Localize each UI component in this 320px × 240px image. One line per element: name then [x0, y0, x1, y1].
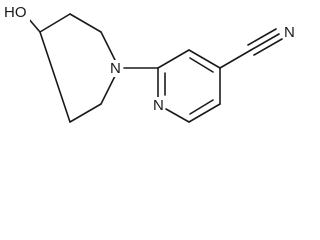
bond-c6-c5 [69, 103, 102, 123]
pyridine-ring [157, 49, 221, 123]
piperidine-n-label-bg [109, 60, 122, 77]
pyridine-n-label-bg [152, 97, 165, 114]
molecule-diagram: HO N N N [2, 4, 296, 123]
bond-py-c5-c6 [188, 103, 221, 123]
nitrile-group [219, 28, 283, 69]
bond-cn-triple-3 [253, 38, 283, 56]
bond-py-c3-c4-double [189, 57, 214, 73]
bond-c3-c2 [69, 13, 102, 33]
piperidine-ring [39, 13, 116, 123]
nitrile-nitrogen-label: N [284, 24, 295, 41]
hydroxyl-label-bg [2, 4, 30, 22]
bond-py-c5-c6-double [189, 99, 214, 115]
nitrile-n-label-bg [283, 24, 296, 41]
bond-py-c6-n [165, 108, 190, 123]
bond-c4-c3 [39, 13, 71, 33]
bond-c5-c4 [39, 31, 71, 123]
bond-c4-cn [219, 49, 252, 69]
bond-n1-c6 [100, 75, 116, 105]
bond-py-c2-c3 [157, 49, 190, 69]
bond-cn-triple-1 [250, 33, 280, 51]
bond-cn-triple-2 [247, 28, 277, 46]
bond-py-c3-c4 [188, 49, 221, 69]
piperidine-nitrogen-label: N [110, 60, 121, 77]
pyridine-nitrogen-label: N [153, 97, 164, 114]
hydroxyl-label: HO [4, 4, 27, 21]
bond-c2-n1 [100, 31, 116, 61]
